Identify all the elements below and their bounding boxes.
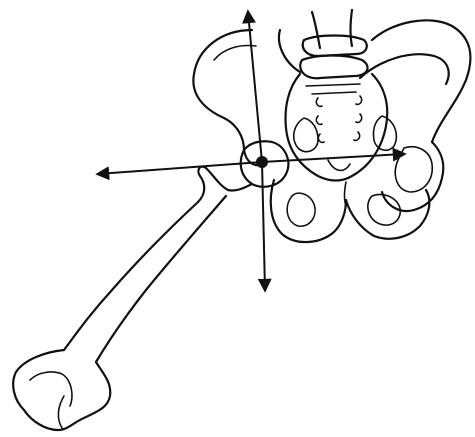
lateral-axis-arrow [98, 162, 262, 174]
inferior-axis-arrow [262, 162, 265, 290]
superior-axis-arrow [248, 12, 262, 162]
lumbar-spine [300, 10, 367, 94]
left-ilium [360, 20, 470, 211]
femur [13, 167, 252, 430]
right-ilium [193, 30, 300, 165]
medial-axis-arrow [262, 154, 404, 162]
sacrum [286, 74, 397, 181]
hip-joint-center-dot [256, 156, 268, 168]
